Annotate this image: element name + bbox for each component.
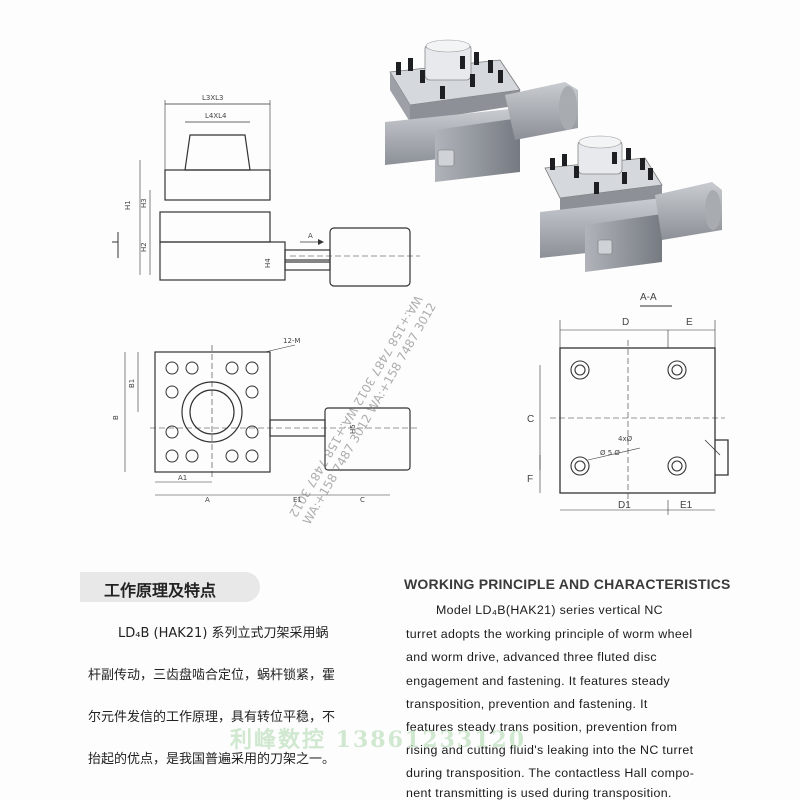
section-dim-f: F [527, 474, 533, 485]
english-line-6: features steady trans position, preventi… [406, 720, 678, 734]
side-elevation-drawing [112, 100, 420, 287]
dim-b1: B1 [128, 379, 136, 388]
dim-holes: 12-M [283, 337, 300, 345]
english-line-9: nent transmitting is used during transpo… [406, 786, 672, 800]
section-hole-note: 4xØ [618, 435, 633, 443]
chinese-heading: 工作原理及特点 [104, 581, 217, 600]
dim-arrow-a: A [308, 232, 313, 240]
english-line-1: Model LD₄B(HAK21) series vertical NC [436, 603, 663, 617]
section-dim-c: C [527, 414, 534, 425]
section-dim-d: D [622, 317, 629, 328]
section-dim-e: E [686, 317, 693, 328]
dim-h1: H1 [124, 200, 132, 210]
dim-h3: H3 [140, 198, 148, 208]
dim-b: B [112, 415, 120, 420]
chinese-line-2: 杆副传动，三齿盘啮合定位，蜗杆锁紧，霍 [88, 668, 336, 683]
section-dim-e1: E1 [680, 500, 693, 511]
dim-h2: H2 [140, 242, 148, 252]
section-title: A-A [640, 292, 657, 303]
dim-h4: H4 [264, 258, 272, 268]
turret-photo-large [385, 39, 578, 182]
english-line-8: during transposition. The contactless Ha… [406, 766, 695, 780]
section-hole-note-2: Ø 5 Ø [600, 449, 620, 457]
english-line-7: rising and cutting fluid's leaking into … [406, 743, 694, 757]
english-heading: WORKING PRINCIPLE AND CHARACTERISTICS [404, 576, 731, 592]
dim-c: C [360, 496, 365, 504]
watermark-bottom: 利峰数控 13861233120 [230, 727, 527, 753]
chinese-line-4: 抬起的优点，是我国普遍采用的刀架之一。 [88, 752, 336, 767]
dim-l3: L3XL3 [202, 94, 224, 102]
plan-view-drawing [124, 344, 420, 496]
chinese-line-1: LD₄B (HAK21) 系列立式刀架采用蜗 [118, 626, 329, 641]
dim-h5: H5 [349, 424, 357, 434]
section-dim-d1: D1 [618, 500, 631, 511]
dim-a1: A1 [178, 474, 187, 482]
english-line-5: transposition, prevention and fastening.… [406, 697, 648, 711]
section-aa-drawing [539, 305, 729, 515]
dim-e1: E1 [293, 496, 302, 504]
turret-photo-small [540, 135, 722, 272]
english-line-4: engagement and fastening. It features st… [406, 674, 671, 688]
dim-a: A [205, 496, 210, 504]
chinese-line-3: 尔元件发信的工作原理，具有转位平稳，不 [88, 710, 336, 725]
dim-l4: L4XL4 [205, 112, 227, 120]
chinese-heading-box: 工作原理及特点 [80, 572, 260, 602]
english-line-3: and worm drive, advanced three fluted di… [406, 650, 657, 664]
english-line-2: turret adopts the working principle of w… [406, 627, 693, 641]
technical-drawing-area: L3XL3 L4XL4 H1 H3 H2 H4 A [112, 39, 729, 515]
